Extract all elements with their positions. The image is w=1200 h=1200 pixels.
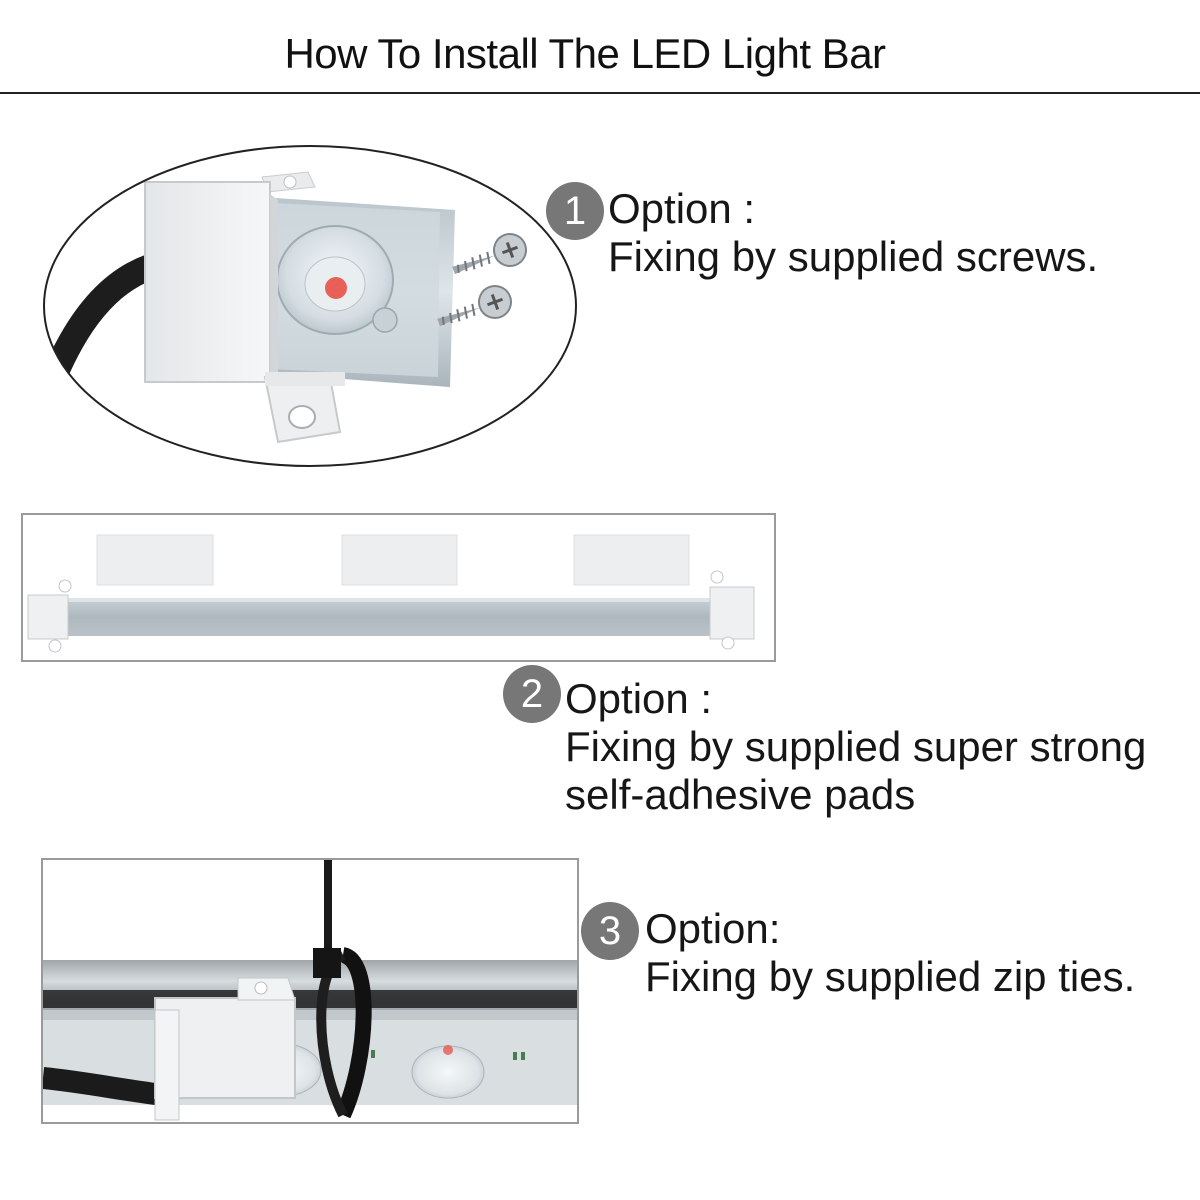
option-1-heading: Option : bbox=[608, 185, 756, 232]
option-3-text: Option: Fixing by supplied zip ties. bbox=[645, 905, 1135, 1001]
option-3-badge: 3 bbox=[581, 902, 639, 960]
option-2-heading: Option : bbox=[565, 675, 713, 722]
screw-icon bbox=[452, 233, 527, 275]
zip-tie-image bbox=[43, 860, 577, 1121]
adhesive-pad-image-frame bbox=[21, 513, 776, 662]
option-1-line-1: Fixing by supplied screws. bbox=[608, 233, 1099, 280]
adhesive-pad-icon bbox=[341, 534, 458, 586]
led-bar-icon bbox=[27, 570, 755, 653]
option-3-line-1: Fixing by supplied zip ties. bbox=[645, 953, 1136, 1000]
option-3-heading: Option: bbox=[645, 905, 781, 952]
option-2-line-1: Fixing by supplied super strong bbox=[565, 723, 1147, 770]
cable-icon bbox=[44, 254, 163, 455]
cable-icon bbox=[43, 1067, 165, 1106]
adhesive-pad-image bbox=[27, 534, 755, 653]
zip-tie-image-frame bbox=[41, 858, 579, 1124]
led-chip-icon bbox=[325, 277, 347, 299]
screw-mount-closeup-image bbox=[43, 145, 577, 467]
adhesive-pad-icon bbox=[573, 534, 690, 586]
option-1-badge: 1 bbox=[546, 182, 604, 240]
option-1-text: Option : Fixing by supplied screws. bbox=[608, 185, 1098, 281]
screw-icon bbox=[437, 285, 512, 327]
option-2-badge: 2 bbox=[503, 665, 561, 723]
option-2-line-2: self-adhesive pads bbox=[565, 771, 916, 818]
page-title: How To Install The LED Light Bar bbox=[284, 30, 886, 77]
zip-tie-icon bbox=[313, 860, 372, 1119]
option-2-text: Option : Fixing by supplied super strong… bbox=[565, 675, 1146, 819]
title-divider bbox=[0, 92, 1200, 94]
adhesive-pad-icon bbox=[96, 534, 214, 586]
